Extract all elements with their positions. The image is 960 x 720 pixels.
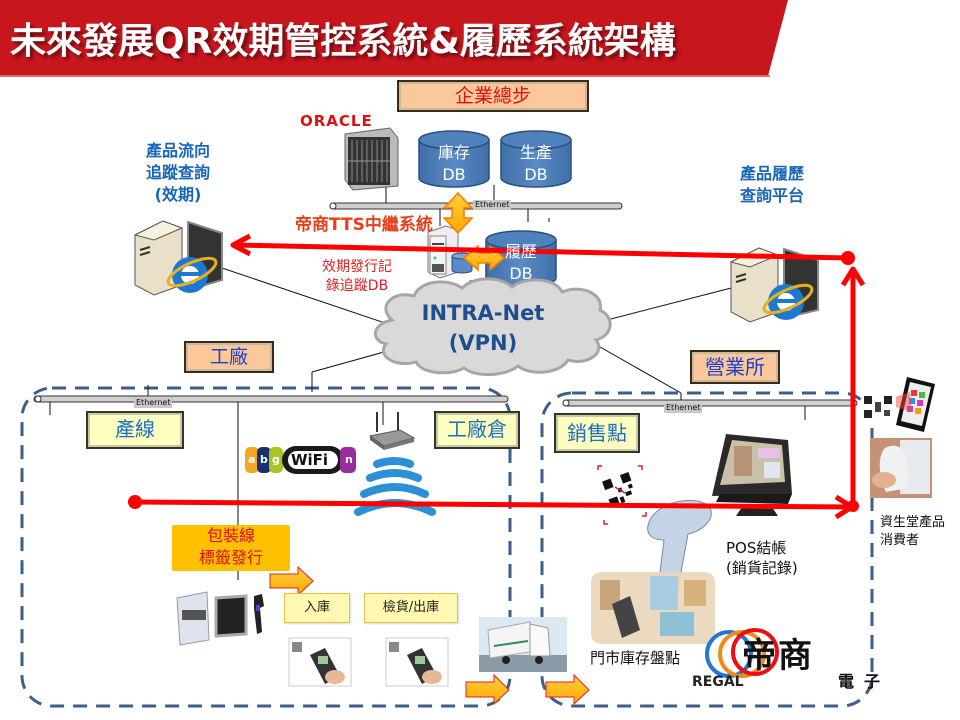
link-sales	[592, 342, 682, 394]
flow-arrow	[545, 673, 590, 706]
ie-computer-left	[133, 220, 223, 296]
hq-label-box: 企業總步	[397, 80, 589, 112]
brand-chinese: 帝商	[742, 636, 814, 676]
right-client-label: 產品履歷 查詢平台	[739, 164, 804, 205]
db-inventory-label: 庫存 DB	[437, 143, 470, 184]
handheld-scanner-image	[385, 637, 449, 687]
sales-ethernet-label: Ethernet	[664, 403, 703, 413]
sales-office-label-box: 營業所	[690, 350, 780, 384]
tts-relay-label: 帝商TTS中繼系統	[295, 215, 433, 235]
regal-wordmark: REGAL	[692, 674, 744, 690]
db-history-label: 履歷 DB	[504, 242, 537, 283]
intranet-label: INTRA-Net (VPN)	[421, 301, 545, 355]
step-inbound: 入庫	[284, 593, 350, 623]
consumer-qr-code	[862, 394, 896, 420]
db-production	[500, 130, 572, 188]
left-client-label: 產品流向 追蹤查詢 (效期)	[145, 141, 210, 204]
link-right-client	[602, 286, 736, 322]
store-inventory-label: 門市庫存盤點	[590, 649, 681, 667]
production-line-box: 產線	[86, 411, 184, 449]
packing-label-box: 包裝線 標籤發行	[172, 525, 290, 571]
consumer-label: 資生堂產品 消費者	[880, 515, 946, 548]
flow-arrow	[269, 565, 314, 597]
tracking-db-label: 效期發行記 錄追蹤DB	[322, 259, 392, 294]
sales-office-label: 營業所	[705, 355, 765, 379]
title-banner	[0, 0, 788, 77]
brand-suffix: 電子	[838, 672, 891, 691]
oracle-logo: ORACLE	[300, 112, 373, 130]
delivery-truck-image	[479, 617, 567, 672]
ie-computer-right	[729, 247, 819, 323]
smartphone-icon	[880, 377, 935, 432]
db-production-label: 生產 DB	[519, 143, 552, 184]
flow-arrow	[465, 673, 510, 706]
flow-line-top	[230, 233, 855, 265]
factory-warehouse-box: 工廠倉	[434, 411, 520, 449]
pos-checkout-label: POS結帳 (銷貨記錄)	[726, 539, 798, 577]
sales-ethernet-bus	[562, 393, 858, 420]
handheld-scanner-image	[288, 637, 352, 687]
hq-label: 企業總步	[454, 85, 531, 107]
qr-code-icon	[597, 465, 647, 525]
label-printer-icon	[176, 591, 264, 646]
hq-ethernet-label: Ethernet	[473, 200, 512, 210]
regal-logo-icon	[705, 628, 779, 678]
intranet-cloud	[374, 277, 612, 376]
sales-zone	[540, 391, 874, 708]
factory-label: 工廠	[209, 346, 248, 368]
wifi-logo	[245, 446, 356, 474]
oracle-server-icon	[344, 127, 399, 191]
pos-terminal-icon	[712, 434, 792, 516]
db-inventory	[418, 130, 490, 188]
wifi-router-icon	[368, 412, 416, 450]
step-picking-outbound: 檢貨/出庫	[364, 593, 458, 623]
point-of-sale-box: 銷售點	[554, 413, 640, 453]
flow-line-right	[840, 266, 866, 505]
factory-label-box: 工廠	[184, 341, 274, 373]
wifi-logo-text: a b g WiFi n	[248, 451, 353, 469]
flow-line-bottom	[128, 494, 859, 520]
factory-zone	[20, 386, 512, 708]
double-arrow-vertical	[442, 191, 474, 235]
store-inventory-photo	[591, 572, 715, 644]
link-factory	[311, 351, 385, 373]
factory-ethernet-label: Ethernet	[134, 398, 173, 408]
product-photo	[870, 438, 932, 498]
page-title: 未來發展QR效期管控系統&履歷系統架構	[10, 21, 676, 62]
link-left-client	[221, 267, 386, 324]
